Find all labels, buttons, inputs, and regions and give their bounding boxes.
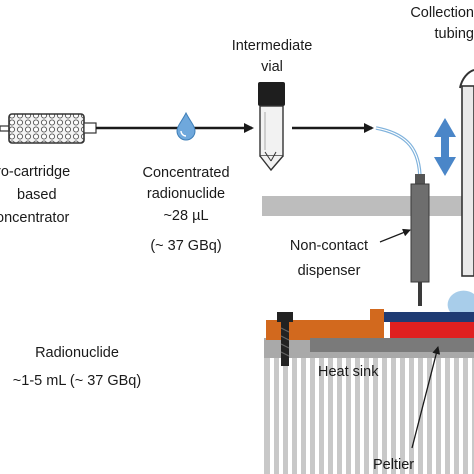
heatsink-fin-gap (405, 358, 409, 474)
heatsink-fin-gap (324, 358, 328, 474)
heatsink-fin-gap (441, 358, 445, 474)
heatsink-fin-gap (396, 358, 400, 474)
peltier-leader (411, 346, 441, 449)
concentrated-label-line1: Concentrated (142, 165, 229, 181)
concentrated-label-line2: radionuclide (147, 186, 225, 202)
heatsink-fin-gap (360, 358, 364, 474)
platform-bar (262, 196, 474, 216)
peltier-label: Peltier (373, 457, 414, 473)
concentrated-label-line4: (~ 37 GBq) (150, 238, 221, 254)
navy-plate (384, 312, 474, 322)
heatsink-fin-gap (459, 358, 463, 474)
noncontact-label-line1: Non-contact (290, 238, 368, 254)
heatsink-fin-gap (333, 358, 337, 474)
heatsink-fin-gap (315, 358, 319, 474)
noncontact-label-line2: dispenser (298, 263, 361, 279)
collection-tubing (459, 69, 474, 277)
heatsink-fins (264, 356, 474, 474)
vial-label: vial (261, 59, 283, 75)
vertical-motion-arrow (434, 118, 456, 176)
heatsink-fin-gap (270, 358, 274, 474)
heatsink-label: Heat sink (318, 364, 379, 380)
heatsink-fin-gap (468, 358, 472, 474)
heatsink-assembly (264, 290, 474, 474)
radionuclide-label-line1: Radionuclide (35, 345, 119, 361)
non-contact-dispenser (375, 126, 430, 306)
orange-plate (266, 320, 384, 340)
heatsink-fin-gap (423, 358, 427, 474)
droplet-on-plate (447, 290, 474, 312)
heatsink-fin-gap (288, 358, 292, 474)
heatsink-fin-gap (414, 358, 418, 474)
heatsink-fin-gap (387, 358, 391, 474)
heatsink-fin-gap (306, 358, 310, 474)
peltier-plate (390, 322, 474, 338)
dark-plate (310, 338, 474, 352)
heatsink-fin-gap (450, 358, 454, 474)
collection-label: Collection (410, 5, 474, 21)
vial-cap (258, 82, 285, 106)
micro-cartridge (0, 113, 97, 144)
radionuclide-label-line2: ~1-5 mL (~ 37 GBq) (13, 373, 141, 389)
tubing-label: tubing (434, 26, 474, 42)
cartridge-body (8, 113, 85, 144)
heatsink-fin-gap (351, 358, 355, 474)
heatsink-fin-gap (342, 358, 346, 474)
heatsink-fin-gap (297, 358, 301, 474)
heatsink-fin-gap (369, 358, 373, 474)
dispenser-leader (379, 228, 411, 243)
heatsink-fin-gap (378, 358, 382, 474)
heatsink-fin-gap (432, 358, 436, 474)
dispenser-body (410, 183, 430, 283)
heatsink-fin-gap (279, 358, 283, 474)
concentrated-label-line3: ~28 µL (163, 208, 208, 224)
microcartridge-label-line3: oncentrator (0, 210, 70, 226)
intermediate-vial (258, 82, 285, 172)
microcartridge-label-line1: ro-cartridge (0, 164, 70, 180)
intermediate-label: Intermediate (232, 38, 313, 54)
microcartridge-label-line2: based (17, 187, 57, 203)
